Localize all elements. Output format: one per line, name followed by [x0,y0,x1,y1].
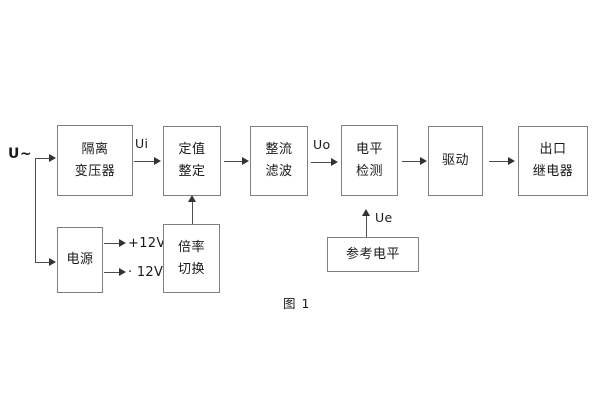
block-reference-level[interactable]: 参考电平 [327,237,419,272]
wire-reference-to-level-detect [366,214,367,237]
block-output-relay[interactable]: 出口 继电器 [518,126,588,196]
wire-driver-to-output-relay [489,161,510,162]
block-ratio-switch-line2: 切换 [177,261,205,277]
arrowhead-positive-rail [119,239,126,247]
signal-label-ue: Ue [375,210,393,225]
arrowhead-into-level-detect [331,158,338,166]
signal-label-uo: Uo [313,137,331,152]
arrowhead-into-output-relay [508,157,515,165]
block-output-relay-line1: 出口 [539,142,567,158]
block-setpoint-adjust-line1: 定值 [178,142,206,158]
block-driver[interactable]: 驱动 [428,126,483,196]
block-isolation-transformer[interactable]: 隔离 变压器 [57,125,133,196]
block-power-supply-line1: 电源 [66,252,94,268]
wire-source-to-power-supply [35,262,54,263]
block-isolation-transformer-line1: 隔离 [81,141,109,157]
wire-power-negative-rail [104,272,121,273]
arrowhead-into-rectify [242,157,249,165]
block-rectify-filter-line2: 滤波 [265,164,293,179]
figure-caption: 图 1 [283,296,311,311]
rail-label-positive: +12V [128,236,166,251]
arrowhead-negative-rail [119,268,126,276]
wire-rectify-to-level-detect [311,162,333,163]
block-isolation-transformer-line2: 变压器 [74,163,116,179]
block-ratio-switch-line1: 倍率 [177,239,205,255]
wire-source-branch-vertical [35,158,36,263]
wire-level-detect-to-driver [402,161,422,162]
wire-setpoint-to-rectify [224,161,244,162]
block-ratio-switch[interactable]: 倍率 切换 [163,224,220,293]
wire-transformer-to-setpoint [134,161,156,162]
wire-ratio-switch-to-setpoint [192,200,193,224]
arrowhead-into-setpoint [154,157,161,165]
block-output-relay-line2: 继电器 [532,164,574,179]
block-rectify-filter[interactable]: 整流 滤波 [250,126,308,196]
block-setpoint-adjust[interactable]: 定值 整定 [163,126,221,196]
block-reference-level-line1: 参考电平 [345,246,400,262]
arrowhead-into-driver [420,157,427,165]
block-level-detect-line2: 检测 [355,163,383,179]
wire-source-to-transformer [35,158,54,159]
rail-label-negative: · 12V [128,265,164,280]
signal-label-ui: Ui [135,136,149,151]
wire-power-positive-rail [104,243,121,244]
block-driver-line1: 驱动 [441,153,469,169]
arrowhead-into-level-detect-bottom [362,209,370,216]
block-level-detect[interactable]: 电平 检测 [341,125,398,196]
block-setpoint-adjust-line2: 整定 [178,164,206,179]
block-level-detect-line1: 电平 [355,141,383,157]
arrowhead-into-power-supply [49,258,56,266]
block-rectify-filter-line1: 整流 [265,142,293,158]
source-voltage-label: U~ [8,146,33,162]
block-power-supply[interactable]: 电源 [57,227,103,293]
arrowhead-into-transformer [49,154,56,162]
arrowhead-into-setpoint-bottom [188,195,196,202]
